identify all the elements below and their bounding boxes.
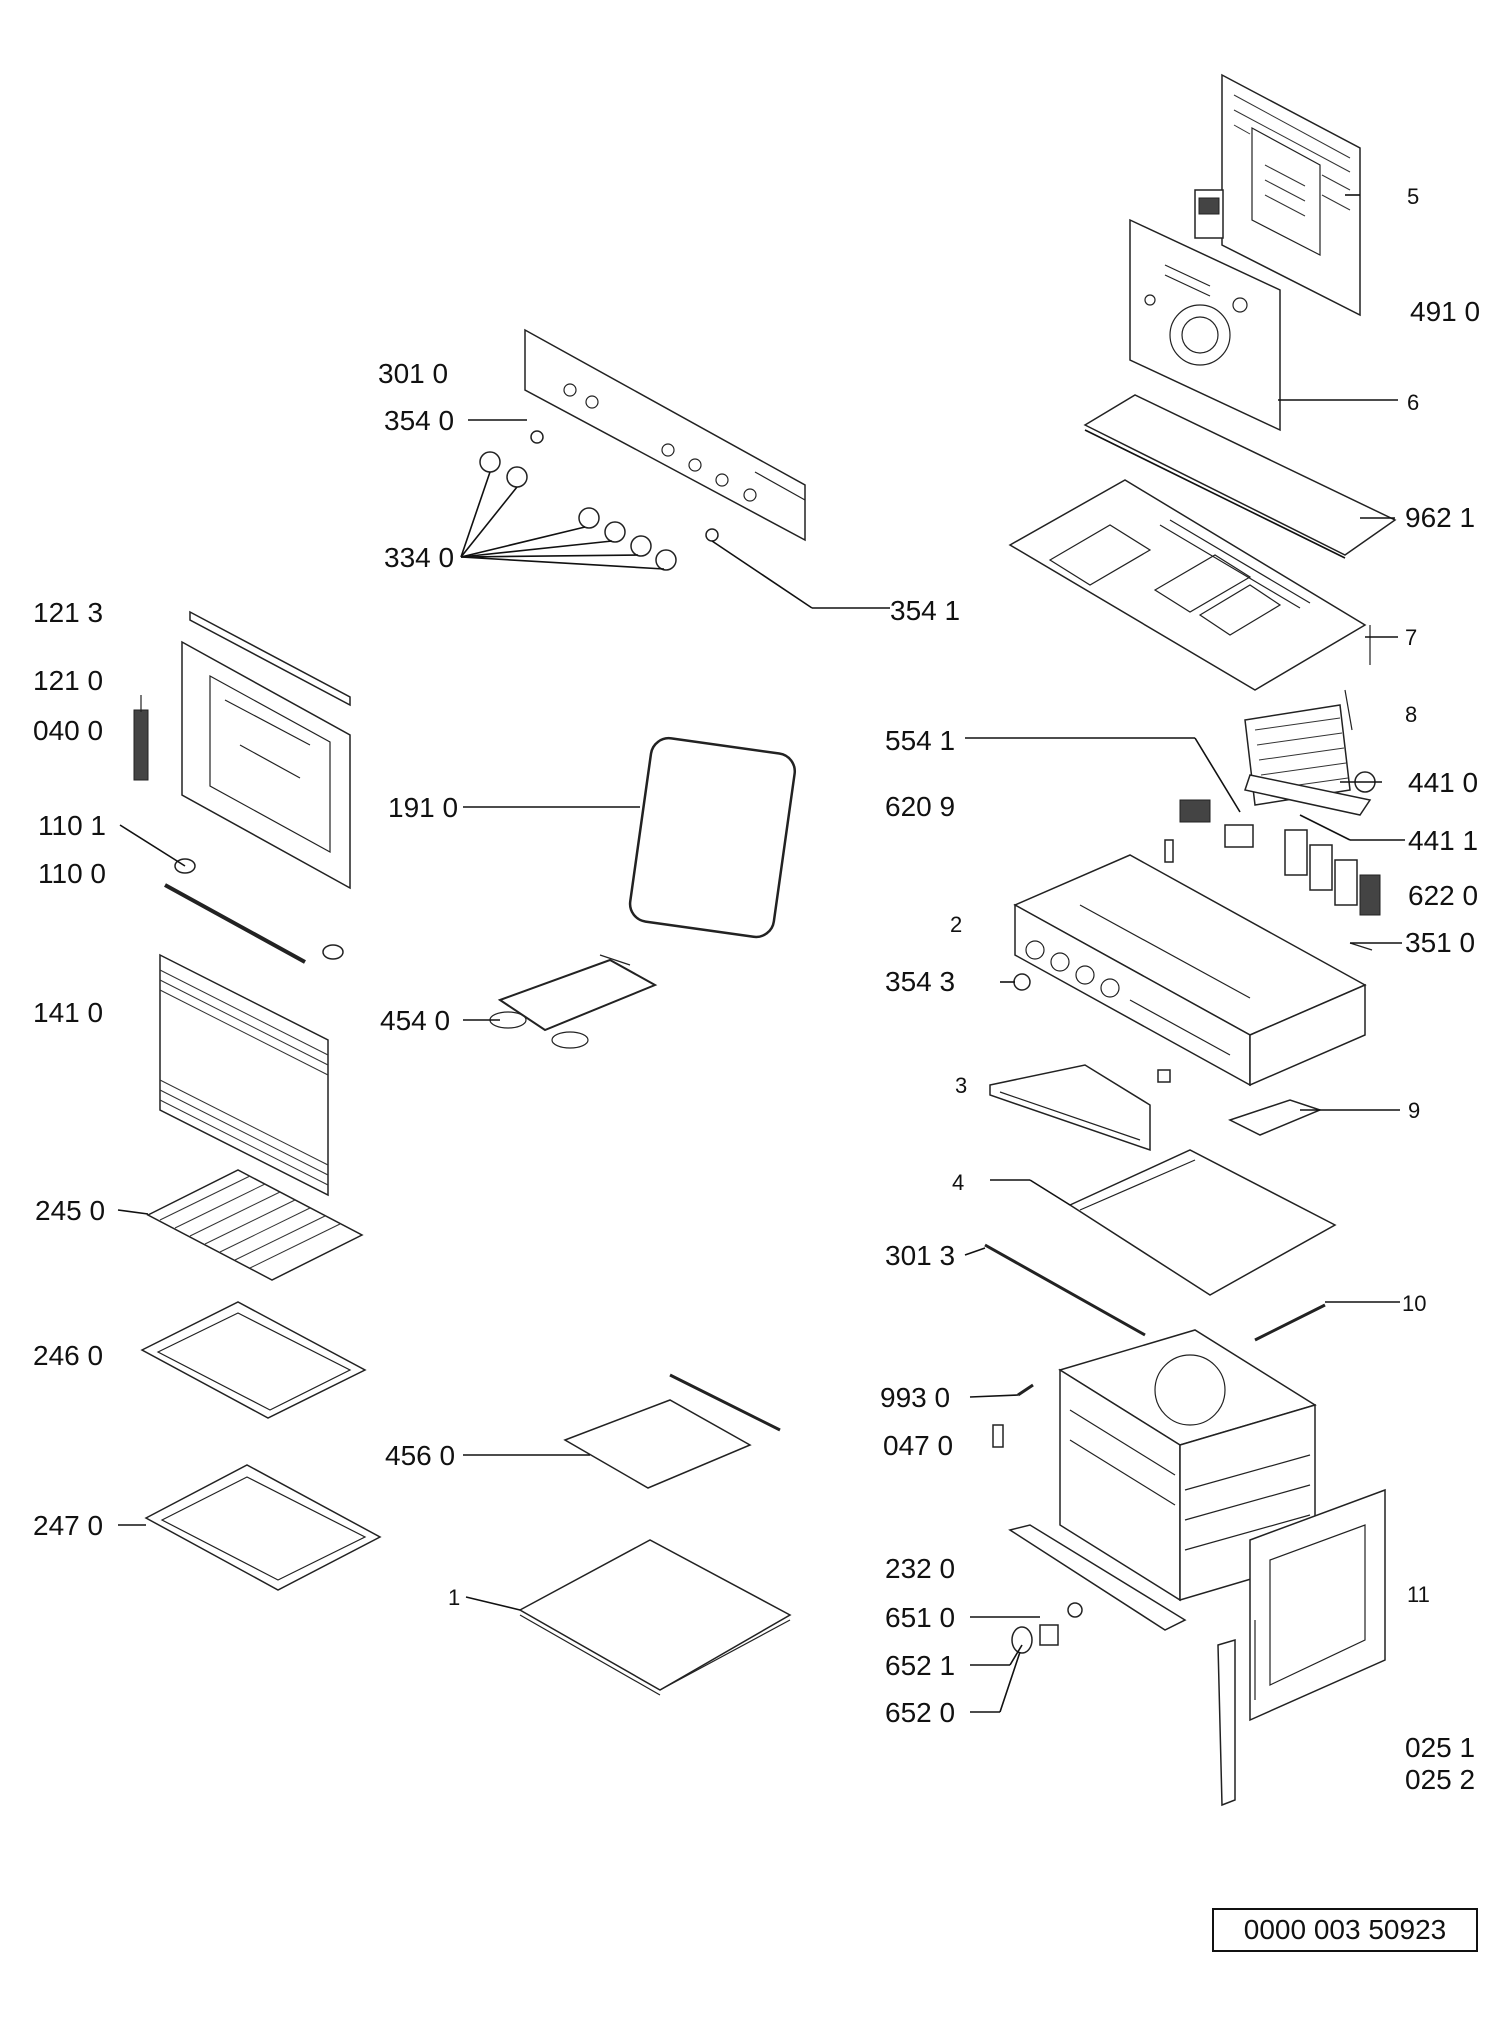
leader-lines [117, 194, 1405, 1713]
label-4540: 454 0 [380, 1005, 450, 1036]
part-hinge [133, 695, 149, 781]
label-9621: 962 1 [1405, 502, 1475, 533]
label-1410: 141 0 [33, 997, 103, 1028]
part-indicator-3541 [705, 528, 719, 542]
part-rear-panel [1129, 218, 1281, 432]
label-3541: 354 1 [890, 595, 960, 626]
label-6220: 622 0 [1408, 880, 1478, 911]
part-labels: 5 491 0 6 962 1 7 8 554 1 441 0 620 9 44… [33, 184, 1480, 1795]
label-0252: 025 2 [1405, 1764, 1475, 1795]
part-door-frame [1217, 1488, 1386, 1807]
part-deep-tray [144, 1464, 382, 1591]
label-6: 6 [1407, 390, 1419, 415]
label-10: 10 [1402, 1291, 1426, 1316]
label-1210: 121 0 [33, 665, 103, 696]
part-heat-shield [989, 1064, 1171, 1152]
part-baking-tray [140, 1301, 367, 1419]
label-0470: 047 0 [883, 1430, 953, 1461]
part-gasket-strip [1083, 394, 1397, 559]
label-2450: 245 0 [35, 1195, 105, 1226]
part-bracket [1228, 1099, 1323, 1136]
label-2460: 246 0 [33, 1340, 103, 1371]
part-oven-door [181, 610, 351, 890]
part-sensor [1017, 1383, 1034, 1397]
label-5541: 554 1 [885, 725, 955, 756]
part-door-knob [1011, 1602, 1083, 1654]
label-0251: 025 1 [1405, 1732, 1475, 1763]
label-1101: 110 1 [38, 810, 106, 841]
label-4: 4 [952, 1170, 964, 1195]
part-oven-cavity [1058, 1329, 1317, 1602]
label-3: 3 [955, 1073, 967, 1098]
part-shelf-panel [1068, 1149, 1337, 1296]
label-4910: 491 0 [1410, 296, 1480, 327]
part-indicator-3540 [530, 430, 544, 444]
label-1910: 191 0 [388, 792, 458, 823]
part-floor-panel [518, 1539, 792, 1696]
label-7: 7 [1405, 625, 1417, 650]
part-fan-motor [1244, 689, 1376, 816]
label-9: 9 [1408, 1098, 1420, 1123]
part-wire-rack [146, 1169, 364, 1281]
label-2: 2 [950, 912, 962, 937]
label-4411: 441 1 [1408, 825, 1478, 856]
label-3340: 334 0 [384, 542, 454, 573]
label-6520: 652 0 [885, 1697, 955, 1728]
part-rail [984, 1243, 1146, 1337]
part-handle [164, 858, 344, 964]
label-0400: 040 0 [33, 715, 103, 746]
label-9930: 993 0 [880, 1382, 950, 1413]
label-1: 1 [448, 1585, 460, 1610]
part-rod [1254, 1303, 1326, 1342]
document-code-box: 0000 003 50923 [1212, 1908, 1478, 1952]
label-3010: 301 0 [378, 358, 448, 389]
part-outer-glass [159, 953, 329, 1197]
label-6209: 620 9 [885, 791, 955, 822]
part-top-cover [1008, 479, 1371, 691]
part-door-gasket [628, 736, 797, 939]
part-control-housing [1013, 799, 1381, 1087]
part-knob-3543 [1013, 973, 1031, 991]
label-5: 5 [1407, 184, 1419, 209]
label-3543: 354 3 [885, 966, 955, 997]
label-4560: 456 0 [385, 1440, 455, 1471]
label-4410: 441 0 [1408, 767, 1478, 798]
part-clip [992, 1424, 1004, 1448]
label-3013: 301 3 [885, 1240, 955, 1271]
part-wiring-label-sheet [1194, 73, 1361, 317]
part-bottom-rail [1008, 1524, 1187, 1631]
label-11: 11 [1407, 1582, 1430, 1607]
label-1213: 121 3 [33, 597, 103, 628]
label-6521: 652 1 [885, 1650, 955, 1681]
label-8: 8 [1405, 702, 1417, 727]
label-2470: 247 0 [33, 1510, 103, 1541]
part-control-panel [524, 328, 806, 542]
label-3540: 354 0 [384, 405, 454, 436]
label-2320: 232 0 [885, 1553, 955, 1584]
part-heating-element [489, 954, 658, 1049]
label-1100: 110 0 [38, 858, 106, 889]
part-grill-element [563, 1373, 781, 1489]
part-knobs [479, 451, 677, 571]
label-6510: 651 0 [885, 1602, 955, 1633]
label-3510: 351 0 [1405, 927, 1475, 958]
